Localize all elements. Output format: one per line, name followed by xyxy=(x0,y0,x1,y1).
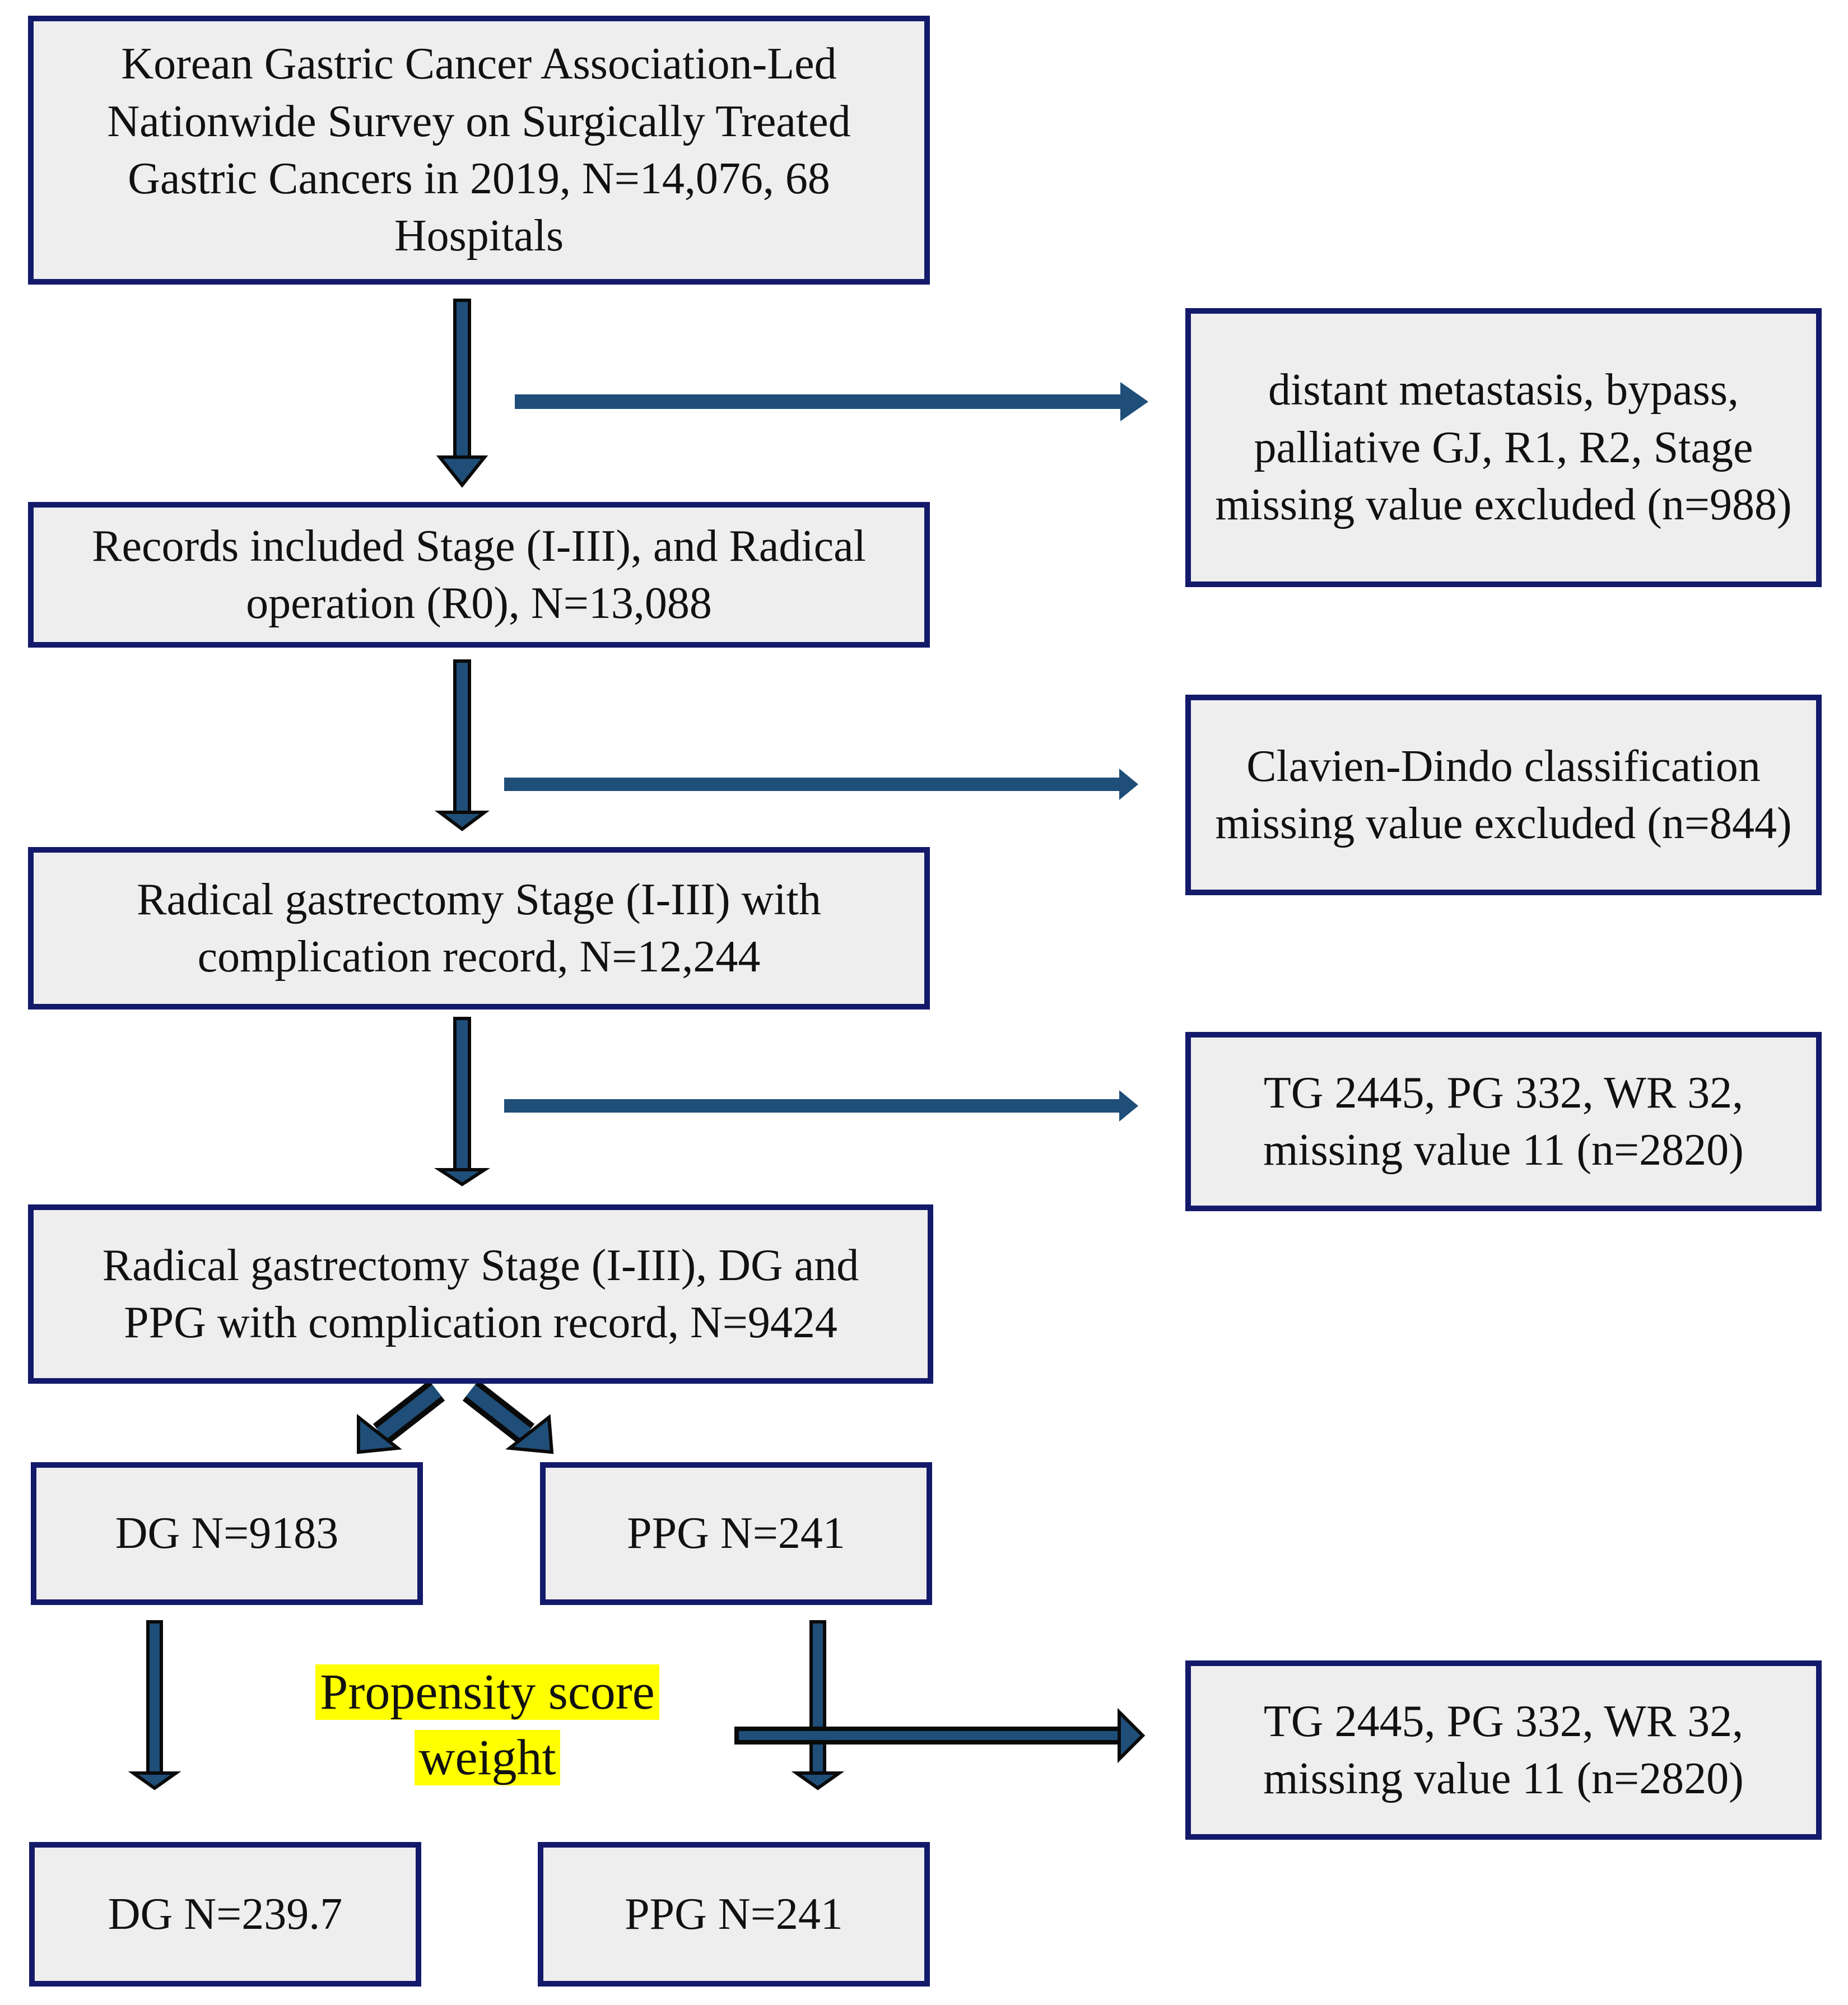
ppg-after-text: PPG N=241 xyxy=(625,1889,843,1939)
excluded-box-4: TG 2445, PG 332, WR 32, missing value 11… xyxy=(1185,1660,1822,1840)
ppg-before-text: PPG N=241 xyxy=(627,1509,845,1559)
excluded-text-4: TG 2445, PG 332, WR 32, missing value 11… xyxy=(1263,1696,1744,1803)
excluded-text-1: distant metastasis, bypass, palliative G… xyxy=(1215,365,1792,530)
diagonal-arrow-right xyxy=(462,1380,554,1454)
records-included-text: Records included Stage (I-III), and Radi… xyxy=(92,521,866,628)
right-arrow-3 xyxy=(504,1090,1138,1122)
survey-text: Korean Gastric Cancer Association-Led Na… xyxy=(107,39,851,261)
propensity-score-label: Propensity score weight xyxy=(280,1659,695,1790)
dg-ppg-complication-text: Radical gastrectomy Stage (I-III), DG an… xyxy=(102,1240,859,1347)
down-arrow-dg xyxy=(128,1620,181,1790)
down-arrow-1 xyxy=(436,299,488,488)
radical-complication-box: Radical gastrectomy Stage (I-III) with c… xyxy=(28,847,930,1010)
ppg-before-box: PPG N=241 xyxy=(540,1462,932,1605)
dg-before-box: DG N=9183 xyxy=(31,1462,423,1605)
excluded-box-2: Clavien-Dindo classification missing val… xyxy=(1185,695,1822,895)
dg-ppg-complication-box: Radical gastrectomy Stage (I-III), DG an… xyxy=(28,1204,933,1384)
right-arrow-1 xyxy=(515,382,1148,421)
survey-box: Korean Gastric Cancer Association-Led Na… xyxy=(28,16,930,285)
ppg-after-box: PPG N=241 xyxy=(538,1842,930,1987)
propensity-line-1: Propensity score xyxy=(315,1664,659,1720)
right-arrow-4 xyxy=(734,1708,1146,1764)
excluded-box-1: distant metastasis, bypass, palliative G… xyxy=(1185,308,1822,587)
dg-after-text: DG N=239.7 xyxy=(108,1889,343,1939)
dg-before-text: DG N=9183 xyxy=(115,1509,339,1559)
right-arrow-2 xyxy=(504,769,1138,800)
down-arrow-2 xyxy=(435,659,490,831)
excluded-text-3: TG 2445, PG 332, WR 32, missing value 11… xyxy=(1263,1068,1744,1175)
excluded-box-3: TG 2445, PG 332, WR 32, missing value 11… xyxy=(1185,1032,1822,1211)
radical-complication-text: Radical gastrectomy Stage (I-III) with c… xyxy=(137,874,821,981)
dg-after-box: DG N=239.7 xyxy=(29,1842,421,1987)
down-arrow-3 xyxy=(434,1017,491,1187)
excluded-text-2: Clavien-Dindo classification missing val… xyxy=(1215,741,1792,848)
down-arrow-ppg xyxy=(791,1620,845,1790)
propensity-line-2: weight xyxy=(414,1730,561,1785)
diagonal-arrow-left xyxy=(357,1380,445,1454)
records-included-box: Records included Stage (I-III), and Radi… xyxy=(28,502,930,648)
